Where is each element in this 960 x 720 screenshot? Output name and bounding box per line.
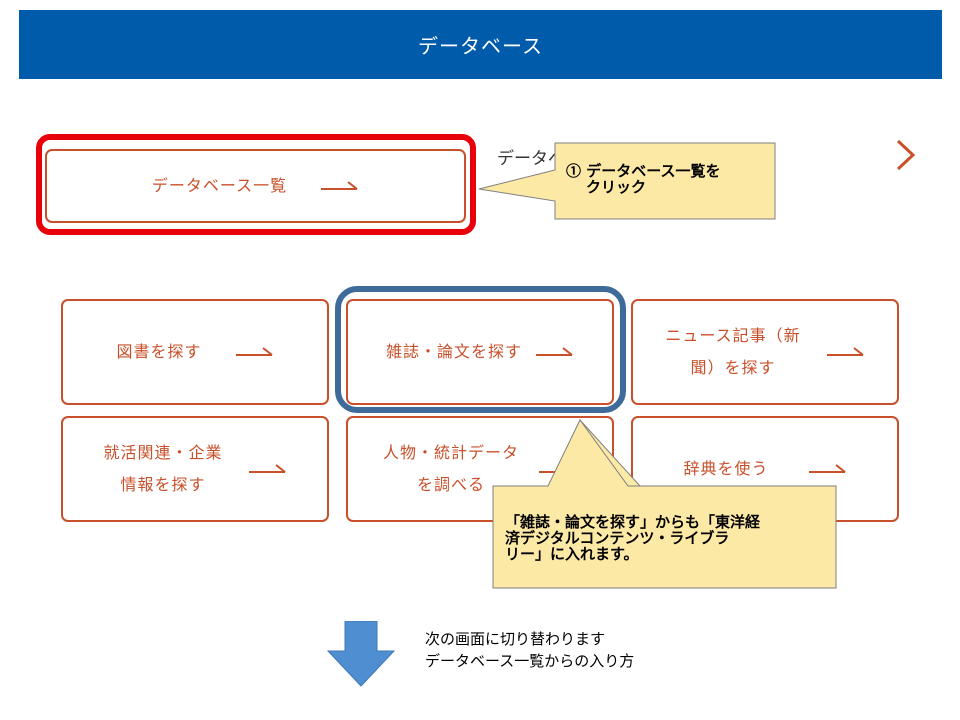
long-arrow-right-icon [808,464,846,473]
long-arrow-right-icon [248,464,286,473]
footer-line-2: データベース一覧からの入り方 [425,652,635,670]
page-title: データベース [418,34,543,58]
callout-1-line1: ① データベース一覧を [566,162,721,180]
callout-2-line3: リー」に入れます。 [505,545,639,563]
callout-2-line1: 「雑誌・論文を探す」からも「東洋経 [505,513,761,531]
people-statistics-line2: を調べる [416,475,485,494]
job-company-info-label: 就活関連・企業 情報を探す [103,437,222,501]
find-news-button[interactable]: ニュース記事（新 聞）を探す [631,299,899,405]
find-books-label: 図書を探す [116,342,202,361]
database-list-button[interactable]: データベース一覧 [45,149,466,223]
database-list-label: データベース一覧 [151,176,288,195]
long-arrow-right-icon [235,347,273,356]
find-journals-button[interactable]: 雑誌・論文を探す [346,299,614,405]
down-arrow-icon [326,621,396,687]
chevron-right-icon[interactable] [893,138,919,172]
long-arrow-right-icon [539,464,576,473]
people-statistics-button[interactable]: 人物・統計データ を調べる [346,416,614,522]
find-news-label-line1: ニュース記事（新 [665,326,801,345]
long-arrow-right-icon [536,347,573,356]
people-statistics-line1: 人物・統計データ [382,443,519,462]
people-statistics-label: 人物・統計データ を調べる [383,437,519,501]
find-news-label-line2: 聞）を探す [690,358,776,377]
page-header: データベース [19,10,942,79]
use-dictionary-label: 辞典を使う [683,459,769,478]
use-dictionary-button[interactable]: 辞典を使う [631,416,899,522]
job-company-info-line2: 情報を探す [120,475,206,494]
callout-2-text: 「雑誌・論文を探す」からも「東洋経 済デジタルコンテンツ・ライブラ リー」に入れ… [505,514,760,562]
callout-1-line2: クリック [586,178,647,196]
find-books-button[interactable]: 図書を探す [61,299,329,405]
callout-2-line2: 済デジタルコンテンツ・ライブラ [505,529,730,547]
long-arrow-right-icon [826,347,864,356]
job-company-info-line1: 就活関連・企業 [103,443,223,462]
long-arrow-right-icon [321,181,358,190]
job-company-info-button[interactable]: 就活関連・企業 情報を探す [61,416,329,522]
footer-line-1: 次の画面に切り替わります [425,630,606,648]
callout-1-text: ① データベース一覧を クリック [566,163,720,195]
find-news-label: ニュース記事（新 聞）を探す [665,320,800,384]
find-journals-label: 雑誌・論文を探す [385,342,522,361]
partial-label: データベ [497,149,557,169]
